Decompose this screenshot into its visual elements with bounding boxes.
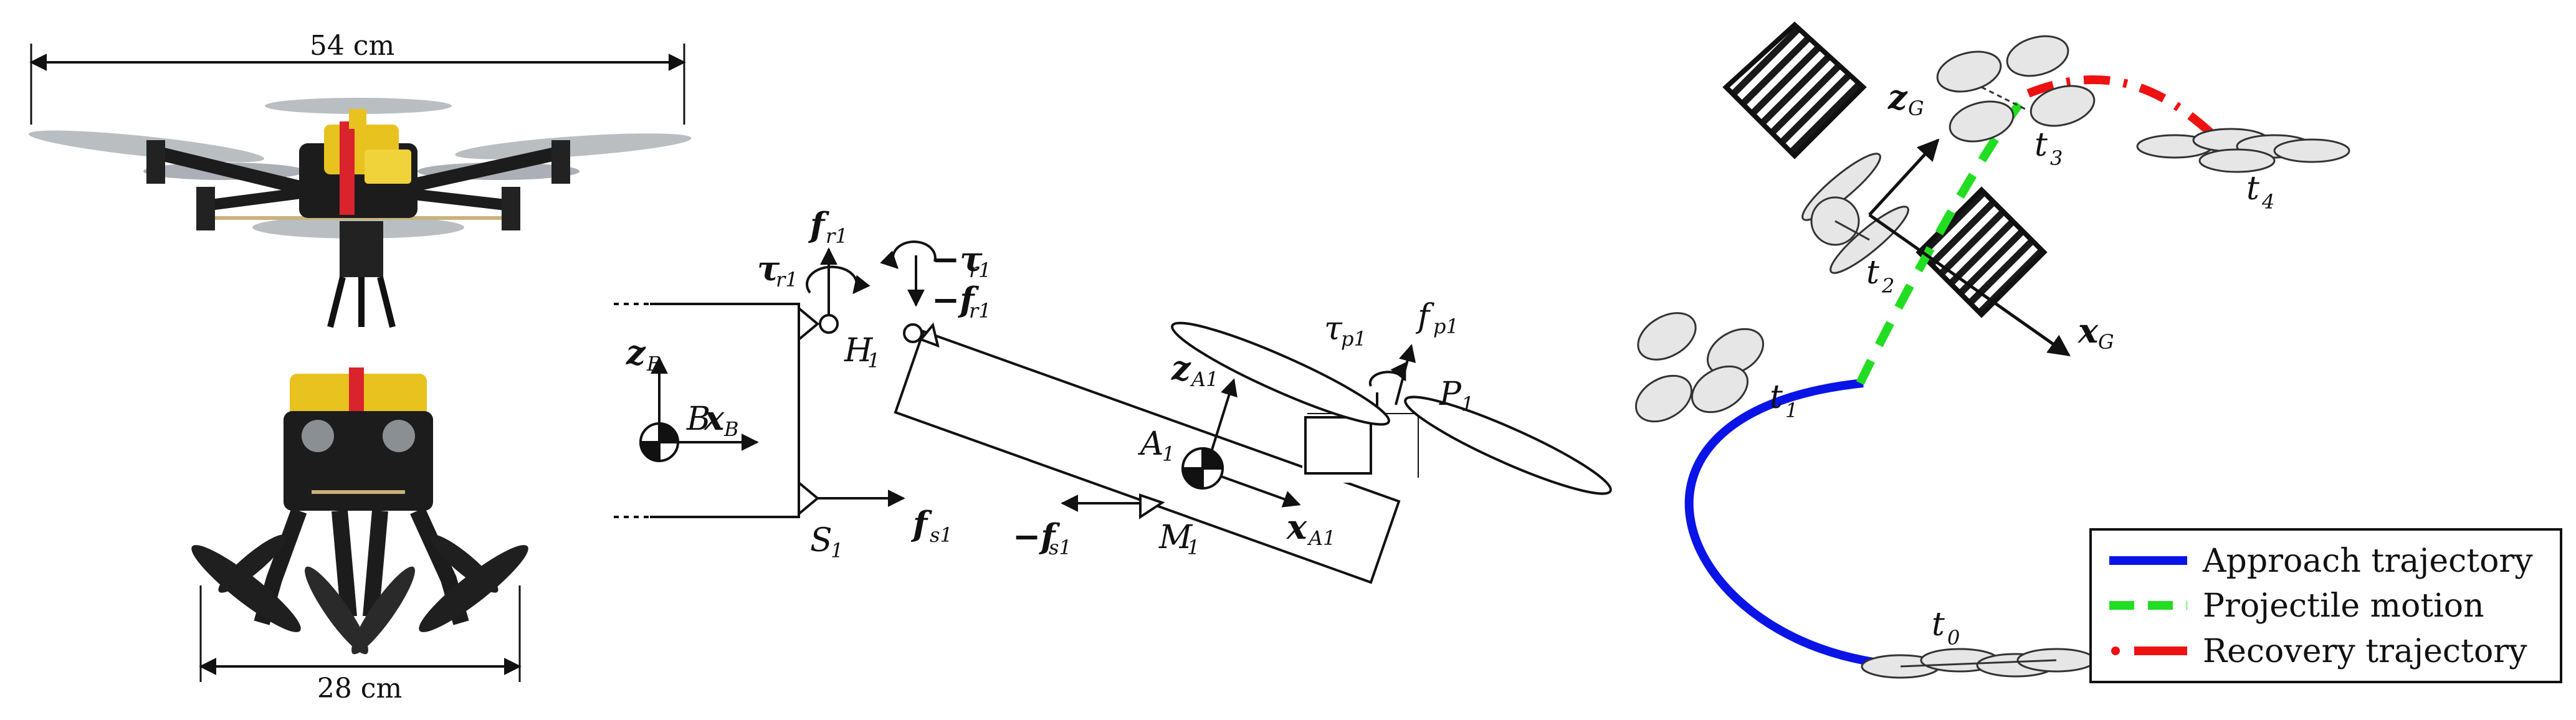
frame-b-symbol [639, 356, 759, 463]
body-b [614, 247, 905, 518]
label-tau-r1-sub: r1 [776, 268, 798, 291]
label-z-a1: z [1171, 348, 1191, 388]
label-h1: H [844, 332, 874, 369]
label-f-s1: f [910, 504, 932, 544]
label-s1: S [810, 522, 832, 559]
label-neg-f-r1-sub: r1 [969, 299, 991, 323]
label-x-a1-sub: A1 [1307, 526, 1335, 550]
label-p1-sub: 1 [1461, 392, 1474, 416]
label-neg-tau-r1: −τ [932, 239, 983, 279]
trajectory-panel: t 0 t 1 t 2 t 3 t 4 z G x G Approach tra… [1634, 21, 2562, 683]
mechanism-labels: z B B x B H 1 S 1 f r1 τ r1 f s1 −τ r1 −… [626, 205, 1474, 562]
label-f-p1: f [1415, 298, 1434, 335]
legend: Approach trajectory Projectile motion Re… [2089, 528, 2562, 683]
label-z-a1-sub: A1 [1190, 367, 1218, 391]
obstacle-top-left [1722, 21, 1867, 159]
frame-g [1868, 138, 2071, 357]
mechanism-diagram [614, 240, 1612, 584]
label-tau-p1: τ [1324, 310, 1343, 348]
approach-trajectory [1684, 379, 1920, 672]
label-tau-p1-sub: p1 [1341, 327, 1367, 351]
label-neg-tau-r1-sub: r1 [969, 258, 991, 282]
label-m1-sub: 1 [1187, 536, 1200, 559]
label-z-b: z [626, 333, 646, 372]
time-label-t2: t [1866, 254, 1879, 291]
recovery-trajectory [2026, 75, 2218, 141]
time-label-t3-sub: 3 [2050, 146, 2063, 170]
time-labels: t 0 t 1 t 2 t 3 t 4 [1770, 126, 2274, 650]
frame-a1-symbol [1181, 378, 1301, 508]
label-b: B [686, 400, 710, 438]
label-x-b: x [704, 398, 725, 438]
label-f-s1-sub: s1 [930, 523, 953, 547]
label-neg-f-s1: −f [1013, 516, 1060, 556]
label-z-g-sub: G [1908, 97, 1924, 120]
drone-pose-t3 [1936, 35, 2096, 143]
dimension-54cm: 54 cm [29, 30, 686, 125]
label-x-b-sub: B [723, 417, 739, 441]
label-s1-sub: 1 [831, 539, 843, 562]
time-label-t1-sub: 1 [1785, 399, 1798, 422]
label-neg-f-r1: −f [932, 280, 979, 320]
legend-swatch-recovery [2111, 647, 2187, 655]
time-label-t0-sub: 0 [1947, 626, 1960, 650]
time-label-t3: t [2035, 126, 2048, 164]
label-x-g-sub: G [2098, 330, 2114, 354]
label-m1: M [1158, 519, 1193, 556]
label-neg-f-s1-sub: s1 [1049, 536, 1072, 559]
dimension-label-fold: 28 cm [317, 673, 402, 704]
time-label-t1: t [1770, 379, 1783, 416]
drone-pose-t1 [1634, 312, 1765, 423]
label-z-b-sub: B [646, 352, 662, 376]
photo-panel: 54 cm [29, 30, 692, 704]
drone-pose-t0 [1861, 648, 2096, 679]
legend-label-projectile: Projectile motion [2203, 587, 2484, 625]
time-label-t4-sub: 4 [2261, 190, 2274, 214]
label-x-g: x [2077, 311, 2099, 351]
arm-a1 [880, 240, 1419, 584]
time-label-t0: t [1932, 606, 1945, 643]
drone-photo-folded [191, 367, 528, 655]
legend-label-approach: Approach trajectory [2202, 542, 2533, 580]
time-label-t4: t [2246, 170, 2259, 207]
drone-pose-t4 [2136, 128, 2350, 173]
time-label-t2-sub: 2 [1881, 274, 1894, 298]
label-a1-sub: 1 [1162, 442, 1175, 466]
label-a1: A [1138, 425, 1164, 463]
propeller-p1 [1171, 321, 1612, 495]
label-h1-sub: 1 [867, 349, 880, 372]
label-f-r1-sub: r1 [826, 224, 848, 248]
label-tau-r1: τ [757, 249, 780, 288]
legend-label-recovery: Recovery trajectory [2203, 633, 2527, 670]
label-x-a1: x [1286, 507, 1307, 547]
dimension-28cm: 28 cm [199, 585, 522, 704]
label-p1: P [1439, 376, 1462, 413]
label-f-p1-sub: p1 [1433, 315, 1459, 338]
drone-photo-extended [29, 98, 692, 328]
dimension-label-width: 54 cm [310, 30, 394, 62]
label-z-g: z [1887, 77, 1908, 117]
obstacle-center [1915, 186, 2048, 318]
drone-pose-t2 [1801, 153, 1909, 274]
